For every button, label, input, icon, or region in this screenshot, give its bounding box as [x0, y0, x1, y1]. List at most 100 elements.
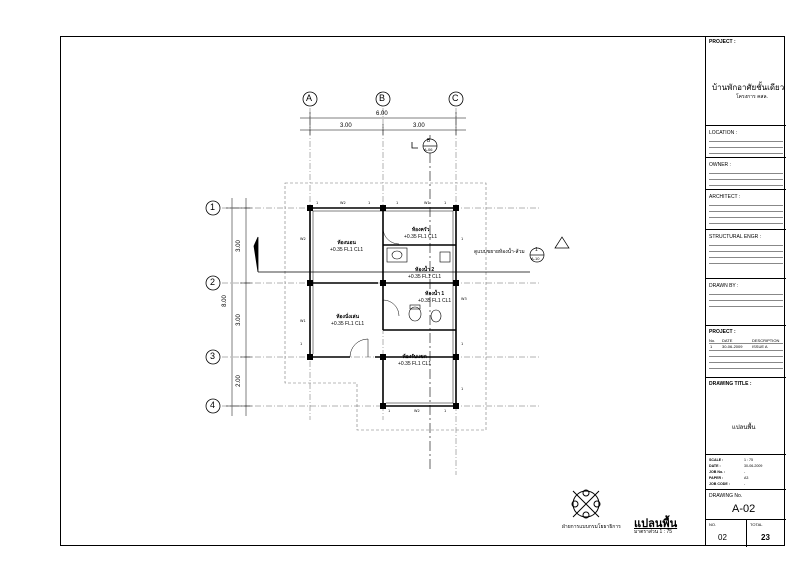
rev-header-date: DATE — [722, 338, 733, 343]
plan-caption-scale: มาตราส่วน 1 : 75 — [634, 529, 673, 535]
tb-sheet-no: 02 — [718, 533, 727, 542]
tb-structural-label: STRUCTURAL ENGR : — [709, 234, 762, 240]
department-name: ฝ่ายการแบบกรมโยธาธิการ — [562, 524, 621, 530]
eave-outline — [284, 182, 487, 431]
grid-label-2: 2 — [210, 277, 216, 287]
svg-text:1: 1 — [444, 409, 446, 413]
dim-left-span-3: 2.00 — [235, 375, 242, 387]
tb-drawn-label: DRAWN BY : — [709, 283, 739, 289]
svg-text:1: 1 — [300, 342, 302, 346]
grid-label-3: 3 — [210, 351, 216, 361]
tb-total: 23 — [761, 533, 770, 542]
tb-architect: ARCHITECT : — [706, 189, 786, 229]
svg-text:W1: W1 — [424, 201, 430, 205]
room-level: +0.35 FL1 CL1 — [330, 247, 364, 253]
section-line — [253, 135, 530, 470]
room-name: ห้องครัว — [411, 227, 430, 233]
spec-scale-val: 1 : 75 — [744, 458, 753, 462]
spec-date-key: DATE : — [709, 464, 721, 468]
room-name: ห้องนั่งเล่น — [336, 314, 359, 320]
tb-specs: SCALE : 1 : 75 DATE : 30-06-2009 JOB No.… — [706, 454, 786, 489]
tb-project: PROJECT : บ้านพักอาศัยชั้นเดียว โครงการ … — [706, 36, 786, 125]
svg-text:W1: W1 — [300, 319, 306, 323]
dim-left-total: 8.00 — [221, 295, 228, 307]
svg-text:1: 1 — [461, 342, 463, 346]
room-level: +0.35 FL1 CL1 — [331, 321, 365, 327]
svg-text:1: 1 — [368, 201, 370, 205]
section-right-note: ดูแบบขยายห้องน้ำ-ส้วม — [474, 249, 525, 255]
dim-left-span-2: 3.00 — [235, 314, 242, 326]
tb-no-label: NO. — [709, 522, 717, 527]
svg-text:1: 1 — [316, 201, 318, 205]
svg-text:W3: W3 — [461, 297, 467, 301]
svg-text:1: 1 — [461, 387, 463, 391]
tb-location-label: LOCATION : — [709, 130, 737, 136]
tb-drawing-no: DRAWING No. A-02 — [706, 489, 786, 519]
grid-label-b: B — [379, 93, 386, 103]
tb-drawn: DRAWN BY : — [706, 278, 786, 325]
tb-drawing-no-label: DRAWING No. — [709, 493, 743, 499]
room-name: ห้องน้ำ 2 — [415, 267, 435, 273]
title-block: PROJECT : บ้านพักอาศัยชั้นเดียว โครงการ … — [705, 36, 786, 547]
top-dimensions — [300, 112, 466, 135]
columns — [307, 205, 459, 409]
room-name: ห้องรับแขก — [402, 354, 427, 360]
grid-label-1: 1 — [210, 202, 216, 212]
dim-top-total: 6.00 — [376, 111, 388, 117]
svg-text:W2: W2 — [300, 237, 306, 241]
grid-label-c: C — [452, 93, 459, 103]
tb-project2-label: PROJECT : — [709, 329, 736, 335]
rev-header-no: No. — [709, 338, 716, 343]
section-right-num: 1 — [535, 247, 538, 253]
plan-caption-title: แปลนพื้น — [634, 518, 678, 530]
rev-header-desc: DESCRIPTION — [752, 338, 780, 343]
tb-structural: STRUCTURAL ENGR : — [706, 229, 786, 278]
svg-text:1: 1 — [461, 237, 463, 241]
svg-text:W2: W2 — [340, 201, 346, 205]
tb-owner-label: OWNER : — [709, 162, 731, 168]
tb-sheet-count: NO. TOTAL 02 23 — [706, 519, 786, 547]
spec-job-key: JOB No. : — [709, 470, 726, 474]
svg-text:1: 1 — [396, 201, 398, 205]
section-markers — [422, 138, 570, 263]
dim-left-span-1: 3.00 — [235, 240, 242, 252]
tb-architect-label: ARCHITECT : — [709, 194, 741, 200]
doors — [349, 227, 400, 358]
room-living: ห้องนั่งเล่น +0.35 FL1 CL1 — [331, 313, 364, 327]
tb-revisions: PROJECT : No. DATE DESCRIPTION 1 30-06-2… — [706, 325, 786, 377]
tb-location: LOCATION : — [706, 125, 786, 157]
dim-top-span-2: 3.00 — [413, 123, 425, 129]
section-top-num: B — [427, 138, 431, 144]
section-right-ref: A-10 — [531, 256, 540, 261]
room-level: +0.35 FL1 CL1 — [398, 361, 432, 367]
room-bedroom: ห้องนอน +0.35 FL1 CL1 — [330, 239, 363, 253]
svg-text:W2: W2 — [414, 409, 420, 413]
tb-project-label: PROJECT : — [709, 39, 736, 45]
dim-top-span-1: 3.00 — [340, 123, 352, 129]
room-kitchen: ห้องครัว +0.35 FL1 CL1 — [404, 226, 437, 240]
grid-label-a: A — [306, 93, 313, 103]
room-level: +0.35 FL1 CL1 — [404, 234, 438, 240]
room-bath-1: ห้องน้ำ 1 +0.35 FL1 CL1 — [418, 290, 451, 304]
bathroom-fixtures — [386, 247, 451, 323]
room-level: +0.35 FL1 CL1 — [408, 274, 442, 280]
section-top-ref: A-06 — [424, 147, 433, 152]
spec-paper-key: PAPER : — [709, 476, 724, 480]
tb-owner: OWNER : — [706, 157, 786, 189]
spec-date-val: 30-06-2009 — [744, 464, 763, 468]
spec-jobcode-val: - — [744, 482, 746, 486]
room-reception: ห้องรับแขก +0.35 FL1 CL1 — [398, 353, 431, 367]
rev-date: 30-06-2009 — [722, 344, 743, 349]
tb-drawing-title: DRAWING TITLE : แปลนพื้น — [706, 377, 786, 454]
room-level: +0.35 FL1 CL1 — [418, 298, 452, 304]
tb-total-label: TOTAL — [750, 522, 763, 527]
grid-label-4: 4 — [210, 400, 216, 410]
grid-bubbles — [205, 91, 464, 414]
tb-drawing-no: A-02 — [732, 503, 756, 515]
rev-no: 1 — [710, 344, 713, 349]
tb-drawing-title-label: DRAWING TITLE : — [709, 381, 752, 387]
room-bath-2: ห้องน้ำ 2 +0.35 FL1 CL1 — [408, 266, 441, 280]
spec-paper-val: A3 — [744, 476, 749, 480]
